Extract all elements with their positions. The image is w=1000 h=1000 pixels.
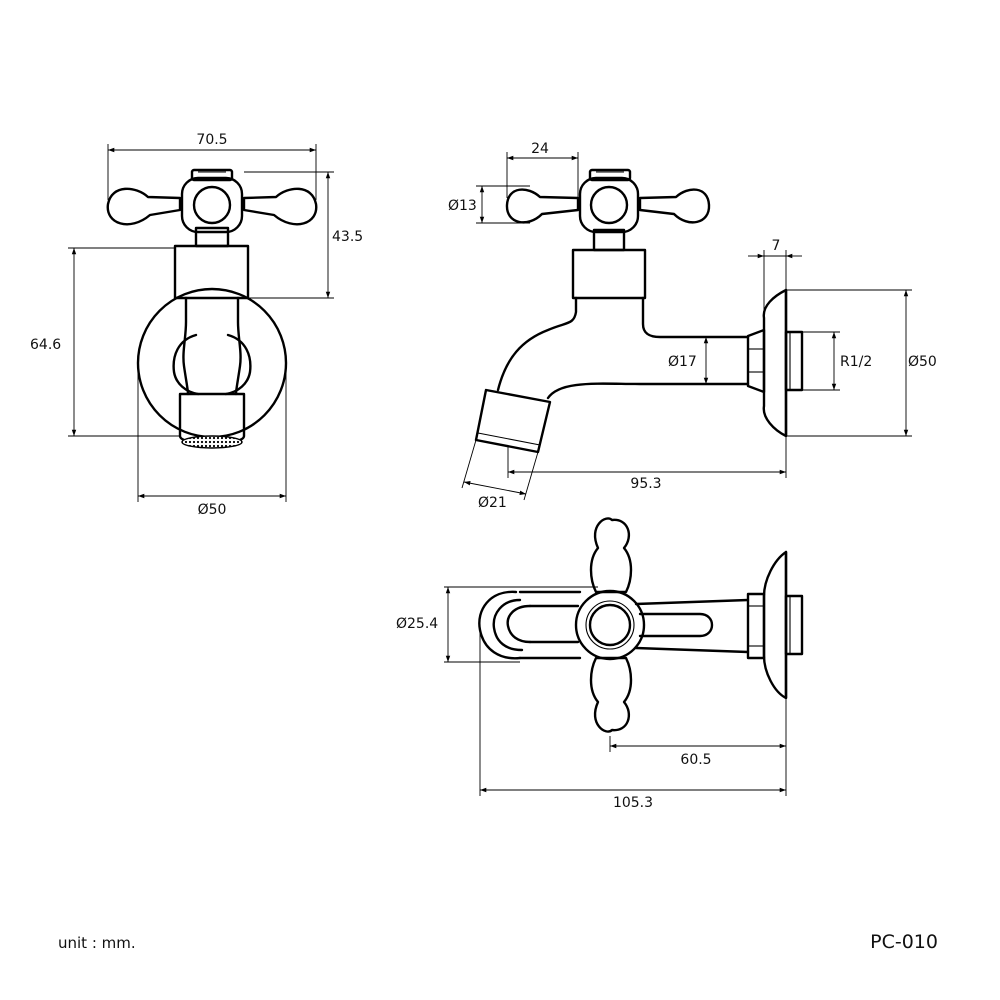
dim-60-5: 60.5 — [680, 752, 711, 768]
side-handle-left — [505, 188, 580, 224]
side-handle-right — [638, 188, 711, 224]
top-thread — [784, 594, 804, 656]
side-thread — [784, 330, 804, 392]
top-flange — [762, 550, 788, 700]
side-handle-hub — [589, 185, 629, 225]
side-body-spout — [496, 296, 750, 400]
dim-dia-13: Ø13 — [448, 198, 477, 214]
model-code: PC-010 — [870, 931, 938, 953]
front-handle-right — [242, 187, 318, 226]
top-hub-inner — [588, 603, 632, 647]
aerator-mesh — [181, 435, 243, 449]
side-view: 24 Ø13 7 Ø17 R1/2 Ø50 95.3 Ø21 — [448, 141, 937, 511]
front-handle-hub — [192, 185, 232, 225]
top-hub-outer — [574, 589, 646, 661]
dim-24: 24 — [531, 141, 549, 157]
top-body — [634, 598, 750, 654]
unit-note: unit : mm. — [58, 934, 136, 952]
dim-dia-25-4: Ø25.4 — [396, 616, 438, 632]
dim-r1-2: R1/2 — [840, 354, 872, 370]
front-handle-left — [106, 187, 182, 226]
top-outlet — [478, 590, 522, 660]
top-handle-up — [589, 517, 633, 594]
front-view: 70.5 43.5 64.6 Ø50 — [30, 132, 363, 518]
dim-dia-17: Ø17 — [668, 354, 697, 370]
dim-95-3: 95.3 — [630, 476, 661, 492]
top-view: Ø25.4 60.5 105.3 — [396, 517, 804, 811]
front-flange — [136, 287, 288, 439]
side-nut — [571, 248, 647, 300]
dim-7: 7 — [772, 238, 781, 254]
dim-front-dia-50: Ø50 — [198, 502, 227, 518]
dim-70-5: 70.5 — [196, 132, 227, 148]
dim-43-5: 43.5 — [332, 229, 363, 245]
dim-dia-21: Ø21 — [478, 495, 507, 511]
top-handle-down — [589, 656, 633, 733]
dim-64-6: 64.6 — [30, 337, 61, 353]
side-flange — [762, 288, 788, 438]
top-hex — [746, 592, 766, 660]
side-hex — [746, 328, 766, 394]
dim-side-dia-50: Ø50 — [908, 354, 937, 370]
dim-105-3: 105.3 — [613, 795, 653, 811]
front-body — [182, 296, 242, 396]
side-outlet — [474, 388, 552, 454]
